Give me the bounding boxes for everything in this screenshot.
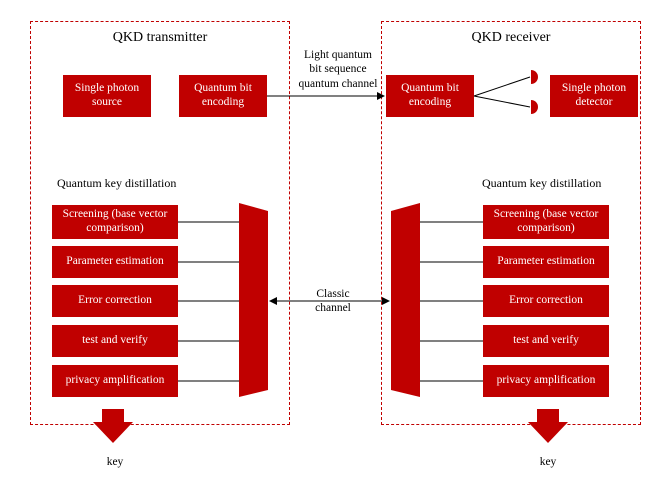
receiver-title: QKD receiver [471, 30, 551, 45]
splitter-line-upper [473, 76, 531, 97]
receiver-step-test-verify: test and verify [483, 325, 609, 357]
receiver-encoding-box: Quantum bit encoding [386, 75, 474, 117]
single-photon-detector-label: Single photon detector [561, 82, 627, 108]
receiver-step-screening: Screening (base vector comparison) [483, 205, 609, 239]
receiver-step-label: test and verify [513, 334, 579, 347]
transmitter-step-label: test and verify [82, 334, 148, 347]
transmitter-step-label: Screening (base vector comparison) [62, 208, 168, 234]
receiver-panel [381, 21, 641, 425]
single-photon-source-label: Single photon source [74, 82, 140, 108]
transmitter-step-screening: Screening (base vector comparison) [52, 205, 178, 239]
transmitter-step-privacy-amplification: privacy amplification [52, 365, 178, 397]
single-photon-detector-box: Single photon detector [550, 75, 638, 117]
detector-upper-icon [531, 70, 538, 84]
transmitter-distillation-title: Quantum key distillation [57, 176, 177, 190]
transmitter-step-error-correction: Error correction [52, 285, 178, 317]
receiver-key-arrow-icon [528, 409, 568, 443]
receiver-step-label: Parameter estimation [497, 255, 595, 268]
receiver-step-privacy-amplification: privacy amplification [483, 365, 609, 397]
receiver-multiplexer [391, 203, 420, 397]
receiver-key-label: key [539, 456, 557, 468]
single-photon-source-box: Single photon source [63, 75, 151, 117]
transmitter-encoding-label: Quantum bit encoding [194, 82, 252, 108]
receiver-step-parameter-estimation: Parameter estimation [483, 246, 609, 278]
transmitter-step-label: privacy amplification [65, 374, 165, 387]
quantum-channel-label: Light quantum bit sequence quantum chann… [298, 49, 378, 90]
transmitter-panel [30, 21, 290, 425]
detector-lower-icon [531, 100, 538, 114]
transmitter-step-label: Parameter estimation [66, 255, 164, 268]
transmitter-key-label: key [106, 456, 124, 468]
splitter-line-lower [473, 95, 531, 108]
receiver-step-label: Error correction [509, 294, 583, 307]
receiver-step-label: Screening (base vector comparison) [493, 208, 599, 234]
receiver-step-label: privacy amplification [496, 374, 596, 387]
transmitter-step-parameter-estimation: Parameter estimation [52, 246, 178, 278]
receiver-step-error-correction: Error correction [483, 285, 609, 317]
transmitter-encoding-box: Quantum bit encoding [179, 75, 267, 117]
transmitter-multiplexer [239, 203, 268, 397]
receiver-encoding-label: Quantum bit encoding [401, 82, 459, 108]
transmitter-step-test-verify: test and verify [52, 325, 178, 357]
transmitter-key-arrow-icon [93, 409, 133, 443]
transmitter-step-label: Error correction [78, 294, 152, 307]
receiver-distillation-title: Quantum key distillation [482, 176, 602, 190]
transmitter-title: QKD transmitter [112, 30, 208, 45]
